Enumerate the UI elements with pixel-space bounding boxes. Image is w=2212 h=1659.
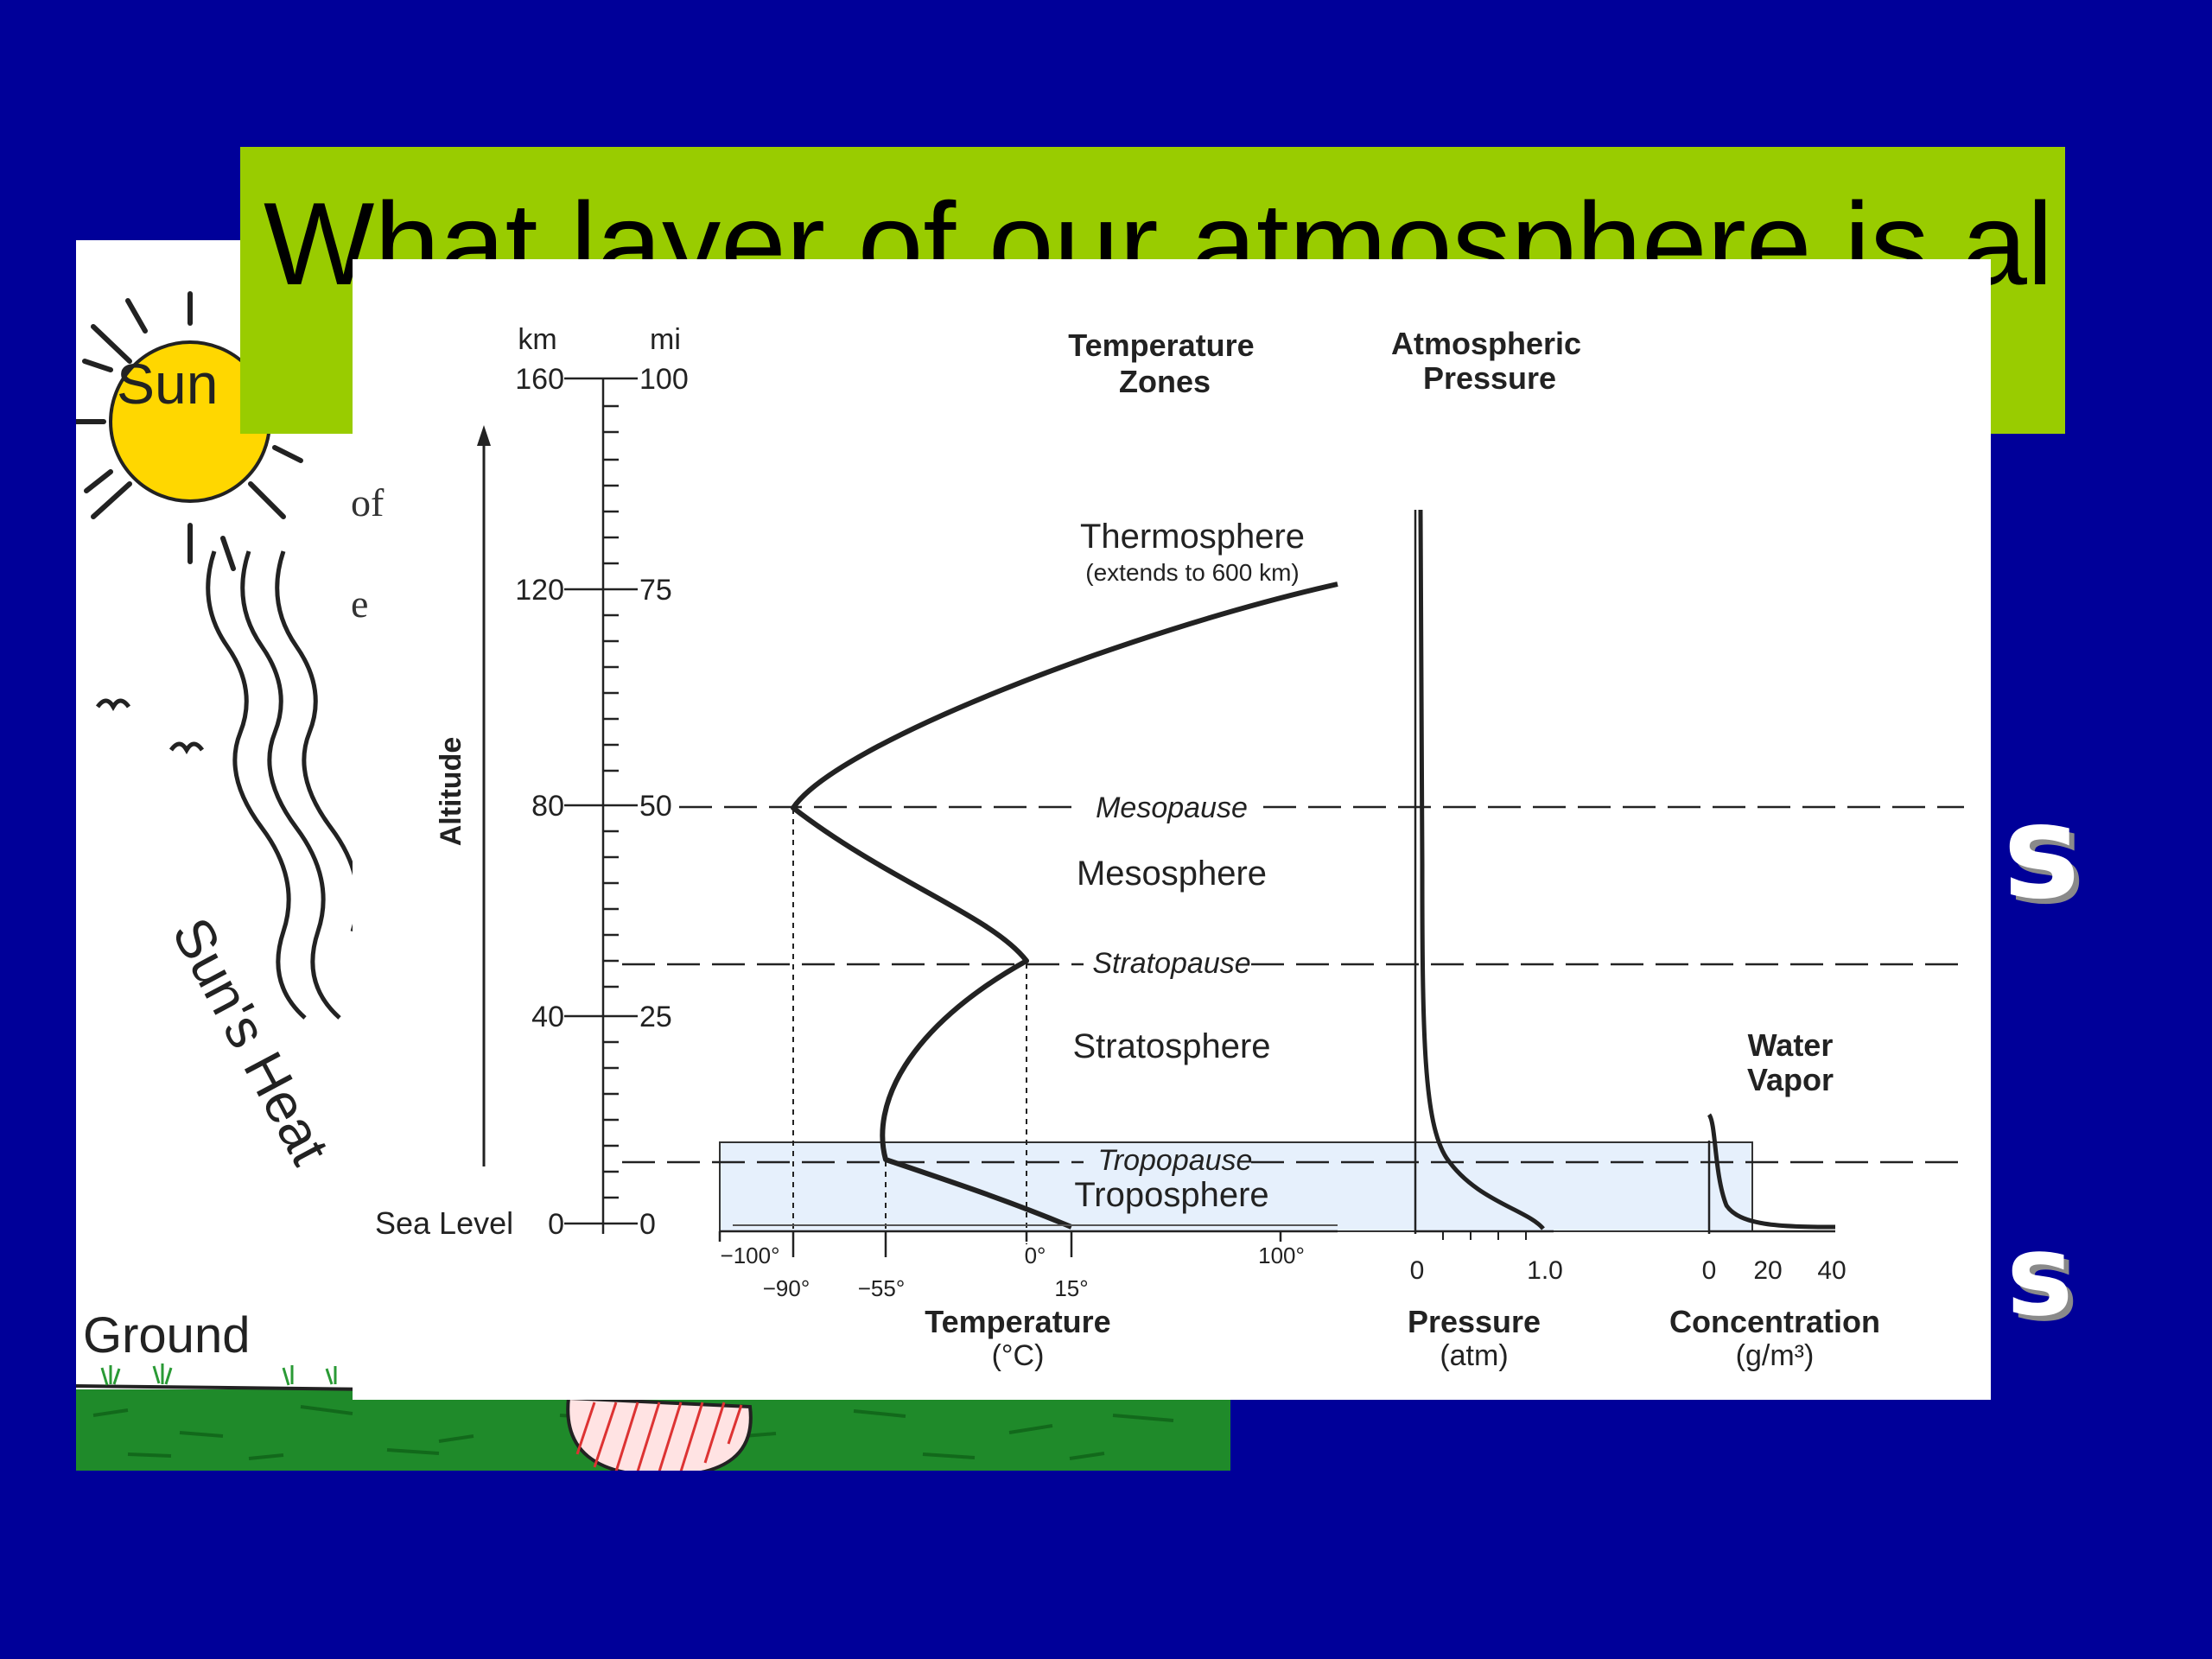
- mi-tick-0: 0: [639, 1208, 656, 1241]
- temp-tick-100: 100°: [1258, 1243, 1305, 1268]
- stratopause-label: Stratopause: [1092, 947, 1250, 980]
- water-vapor-header-line1: Water: [1748, 1027, 1834, 1063]
- temperature-axis-unit: (°C): [992, 1339, 1045, 1372]
- temp-tick-minus55: −55°: [858, 1275, 906, 1301]
- km-tick-120: 120: [515, 574, 564, 607]
- mi-tick-100: 100: [639, 363, 689, 396]
- tropopause-label: Tropopause: [1098, 1144, 1253, 1177]
- temperature-zones-header-line2: Zones: [1119, 364, 1211, 399]
- mi-tick-50: 50: [639, 790, 672, 823]
- altitude-label: Altitude: [435, 737, 467, 847]
- temp-tick-minus100: −100°: [721, 1243, 780, 1268]
- atmospheric-pressure-header-line1: Atmospheric: [1391, 326, 1581, 361]
- bird-icons: [95, 698, 205, 755]
- km-tick-80: 80: [531, 790, 564, 823]
- pressure-tick-0: 0: [1410, 1256, 1425, 1285]
- sun-label: Sun: [117, 352, 219, 416]
- concentration-axis-unit: (g/m³): [1736, 1339, 1815, 1372]
- side-letter-lower: s: [2006, 1210, 2074, 1341]
- temp-tick-minus90: −90°: [763, 1275, 810, 1301]
- water-vapor-curve: [1707, 1113, 1836, 1230]
- pressure-axis-title: Pressure: [1408, 1304, 1541, 1339]
- pressure-tick-1: 1.0: [1527, 1256, 1563, 1285]
- km-header: km: [518, 323, 556, 356]
- water-vapor-header-line2: Vapor: [1747, 1062, 1834, 1097]
- temp-tick-15: 15°: [1054, 1275, 1088, 1301]
- side-letter-upper: s: [2003, 778, 2081, 928]
- conc-tick-20: 20: [1753, 1256, 1782, 1285]
- thermosphere-label: Thermosphere: [1080, 518, 1305, 556]
- temperature-curve: [791, 582, 1338, 1230]
- thermosphere-note: (extends to 600 km): [1085, 559, 1299, 586]
- pressure-axis-unit: (atm): [1440, 1339, 1508, 1372]
- km-tick-160: 160: [515, 363, 564, 396]
- pressure-curve: [1418, 509, 1545, 1230]
- heat-waves: [206, 550, 360, 1020]
- altitude-arrow: [477, 425, 491, 1166]
- atmospheric-pressure-header-line2: Pressure: [1423, 360, 1556, 396]
- atmosphere-diagram: Altitude km mi 160 120 80 40 0 Sea Level…: [353, 259, 1991, 1400]
- altitude-scale-axis: [564, 377, 638, 1234]
- mesosphere-label: Mesosphere: [1077, 855, 1267, 893]
- km-tick-40: 40: [531, 1001, 564, 1033]
- temperature-zones-header-line1: Temperature: [1068, 327, 1254, 363]
- sea-level-label: Sea Level: [375, 1205, 513, 1241]
- conc-tick-0: 0: [1702, 1256, 1717, 1285]
- temp-tick-0: 0°: [1025, 1243, 1046, 1268]
- km-tick-0: 0: [548, 1208, 564, 1241]
- conc-tick-40: 40: [1817, 1256, 1846, 1285]
- temperature-axis: [718, 1230, 1338, 1257]
- ground-label: Ground: [83, 1307, 251, 1363]
- mesopause-label: Mesopause: [1096, 791, 1248, 824]
- concentration-axis-title: Concentration: [1669, 1304, 1880, 1339]
- mi-header: mi: [650, 323, 681, 356]
- troposphere-label: Troposphere: [1074, 1176, 1268, 1214]
- temperature-axis-title: Temperature: [925, 1304, 1110, 1339]
- partial-text-e: e: [351, 582, 369, 626]
- mi-tick-75: 75: [639, 574, 672, 607]
- sun-icon: [76, 291, 303, 571]
- mi-tick-25: 25: [639, 1001, 672, 1033]
- stratosphere-label: Stratosphere: [1072, 1027, 1270, 1065]
- partial-text-of: of: [351, 480, 385, 524]
- rock-object: [566, 1395, 753, 1471]
